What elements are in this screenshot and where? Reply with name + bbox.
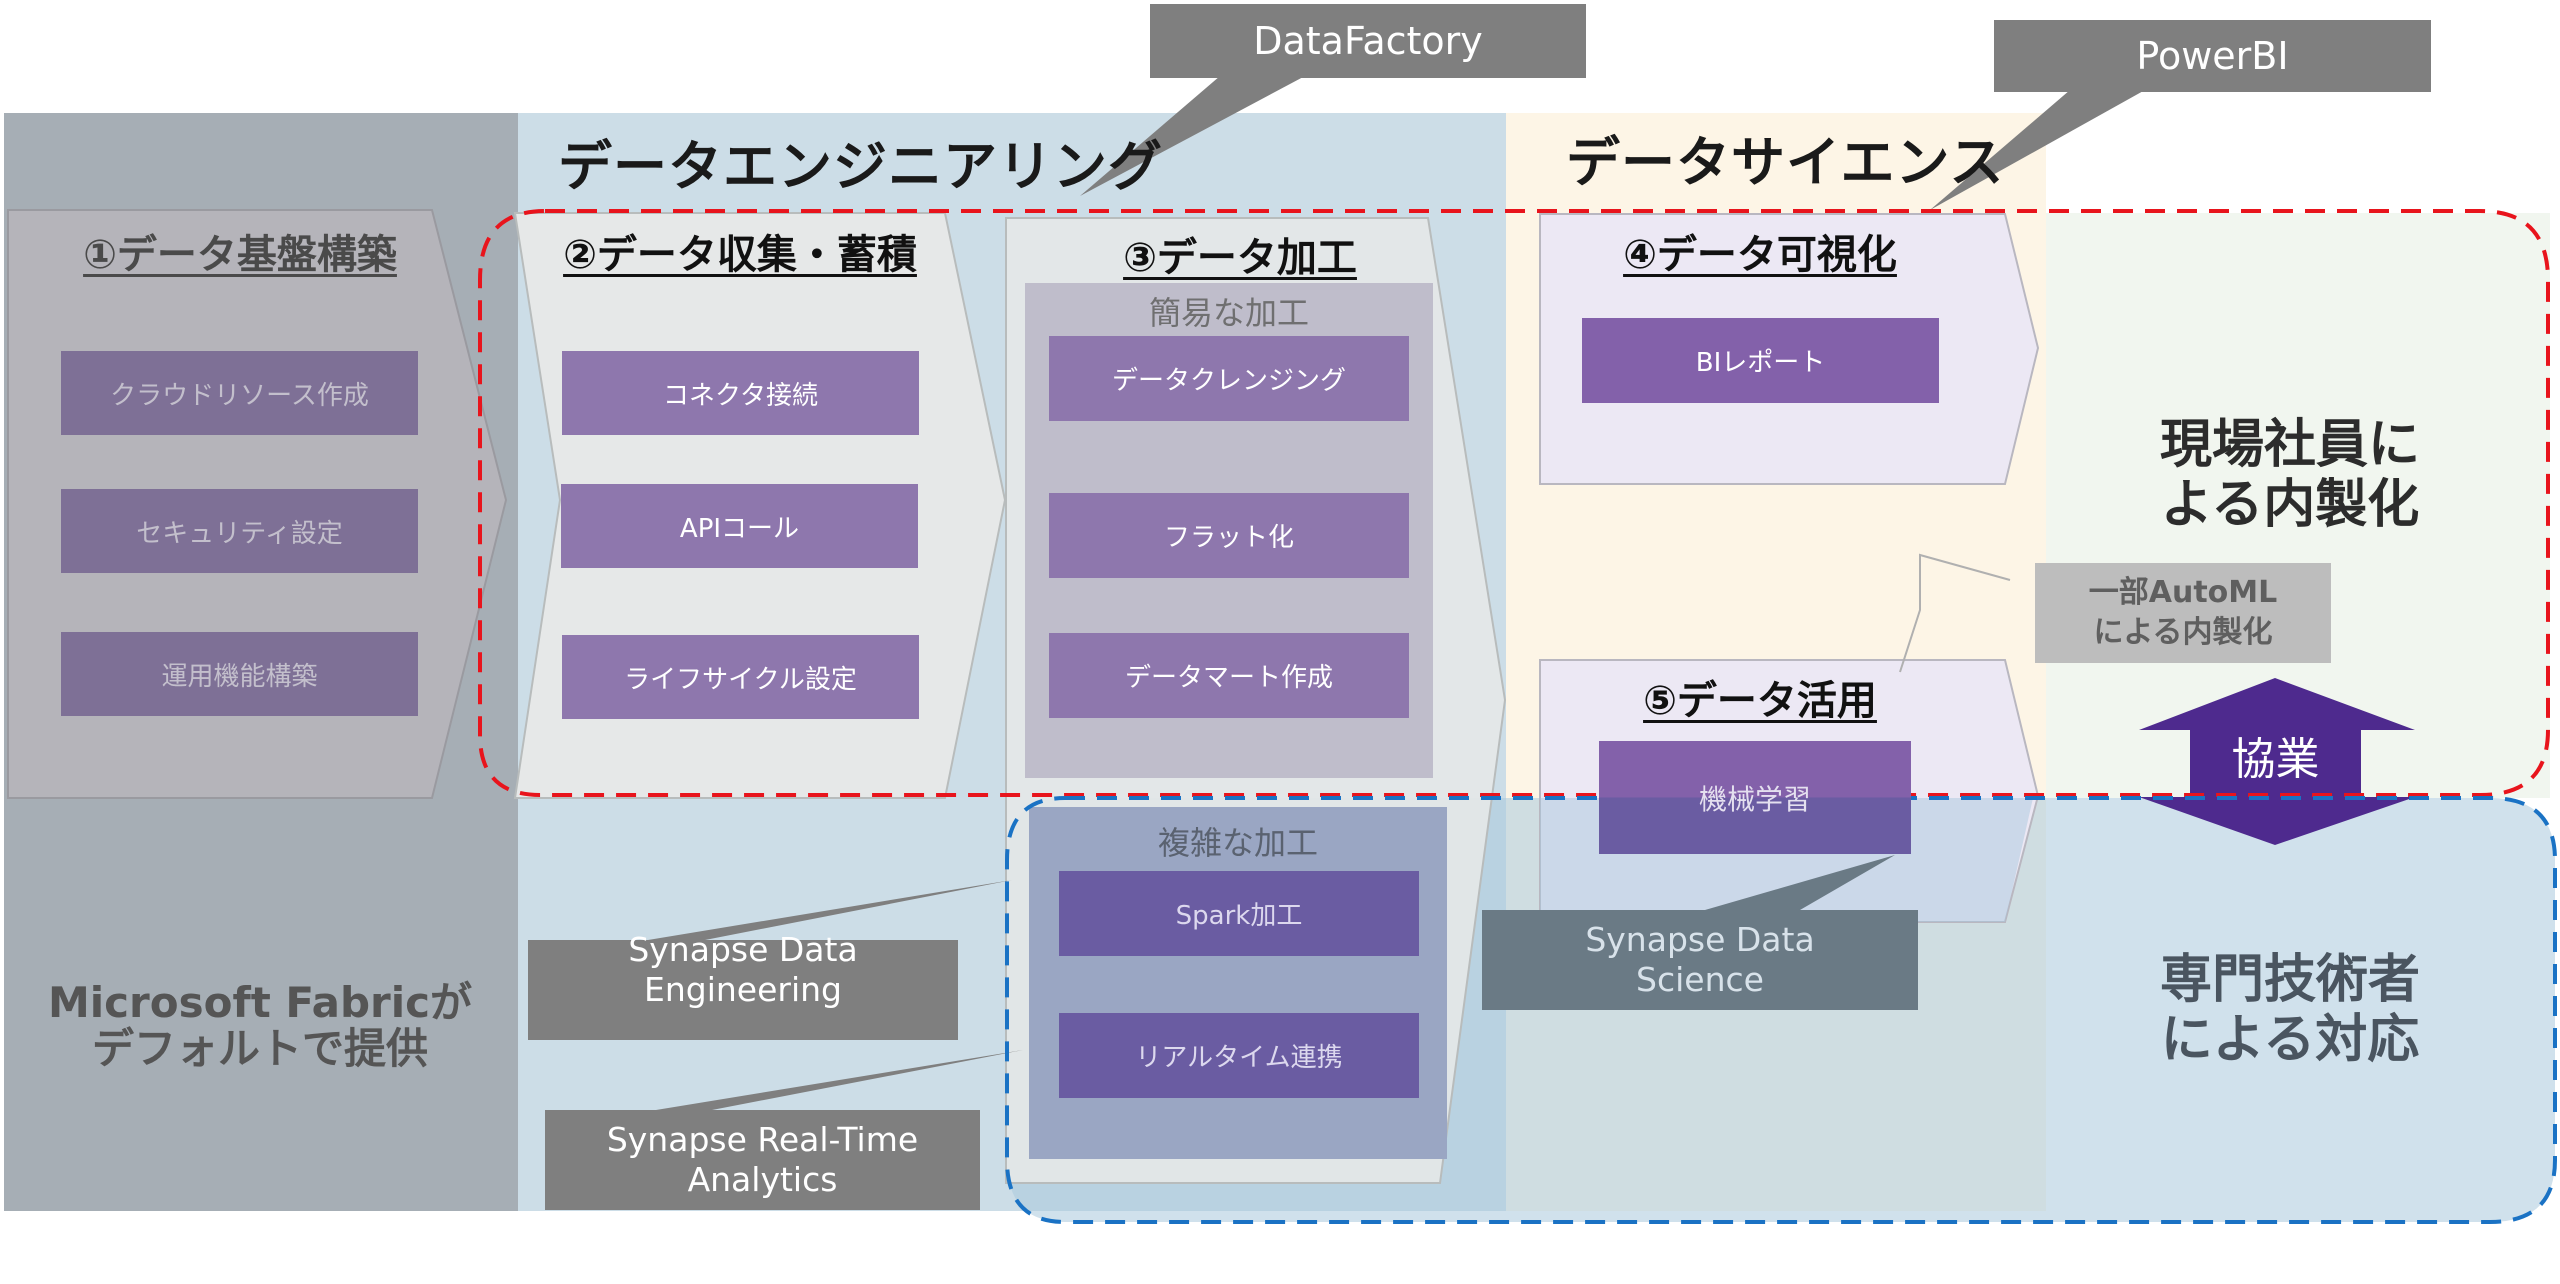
phase4-title: ④データ可視化 xyxy=(1623,232,1897,278)
phase5-task: 機械学習 xyxy=(1599,741,1911,854)
phase2-task: ライフサイクル設定 xyxy=(562,635,919,719)
automl-callout-label: 一部AutoML による内製化 xyxy=(2088,575,2278,650)
complex-processing-label: 複雑な加工 xyxy=(1157,824,1318,862)
in-house-note: 現場社員に よる内製化 xyxy=(2159,415,2420,535)
collaboration-arrow xyxy=(2139,678,2415,845)
synapse-de-callout: Synapse Data Engineering xyxy=(528,930,958,1040)
phase3-complex-task: リアルタイム連携 xyxy=(1059,1013,1419,1098)
phase3-simple-task: フラット化 xyxy=(1049,493,1409,578)
powerbi-callout-tail xyxy=(1930,90,2145,210)
phase2-task: コネクタ接続 xyxy=(562,351,919,435)
phase3-complex-task: Spark加工 xyxy=(1059,871,1419,956)
fabric-default-note: Microsoft Fabricが デフォルトで提供 xyxy=(47,978,473,1073)
section-title-science: データサイエンス xyxy=(1566,131,2005,194)
experts-note: 専門技術者 による対応 xyxy=(2159,950,2420,1070)
automl-connector xyxy=(1899,553,2011,673)
phase3-title: ③データ加工 xyxy=(1123,235,1357,281)
synapse-de-callout-tail xyxy=(648,880,1012,940)
phase2-task: APIコール xyxy=(561,484,918,568)
section-title-engineering: データエンジニアリング xyxy=(558,135,1163,198)
synapse-rt-callout-tail xyxy=(656,1050,1023,1110)
expert-region-border xyxy=(1005,796,2557,1224)
datafactory-callout-tail xyxy=(1080,76,1305,196)
synapse-ds-callout-tail xyxy=(1705,855,1895,910)
in-house-region-border xyxy=(478,209,2550,797)
synapse-de-callout-label: Synapse Data Engineering xyxy=(628,930,858,1009)
powerbi-callout-label: PowerBI xyxy=(2136,34,2289,78)
phase4-task: BIレポート xyxy=(1582,318,1939,403)
phase1-task: クラウドリソース作成 xyxy=(61,351,418,435)
phase1-title: ①データ基盤構築 xyxy=(83,232,397,278)
datafactory-callout-label: DataFactory xyxy=(1253,19,1483,63)
phase2-title: ②データ収集・蓄積 xyxy=(563,232,917,278)
collaboration-label: 協業 xyxy=(2231,734,2320,785)
phase5-title: ⑤データ活用 xyxy=(1643,678,1877,724)
simple-processing-label: 簡易な加工 xyxy=(1148,294,1309,332)
complex-processing-group xyxy=(1029,807,1447,1159)
phase1-task: セキュリティ設定 xyxy=(61,489,418,573)
phase3-simple-task: データマート作成 xyxy=(1049,633,1409,718)
datafactory-callout: DataFactory xyxy=(1150,4,1586,78)
synapse-ds-callout: Synapse Data Science xyxy=(1482,910,1918,1010)
automl-callout: 一部AutoML による内製化 xyxy=(2035,563,2331,663)
synapse-rt-callout-label: Synapse Real-Time Analytics xyxy=(606,1120,919,1199)
phase3-simple-task: データクレンジング xyxy=(1049,336,1409,421)
synapse-rt-callout: Synapse Real-Time Analytics xyxy=(545,1110,980,1210)
synapse-ds-callout-label: Synapse Data Science xyxy=(1585,920,1815,999)
powerbi-callout: PowerBI xyxy=(1994,20,2431,92)
phase1-task: 運用機能構築 xyxy=(61,632,418,716)
